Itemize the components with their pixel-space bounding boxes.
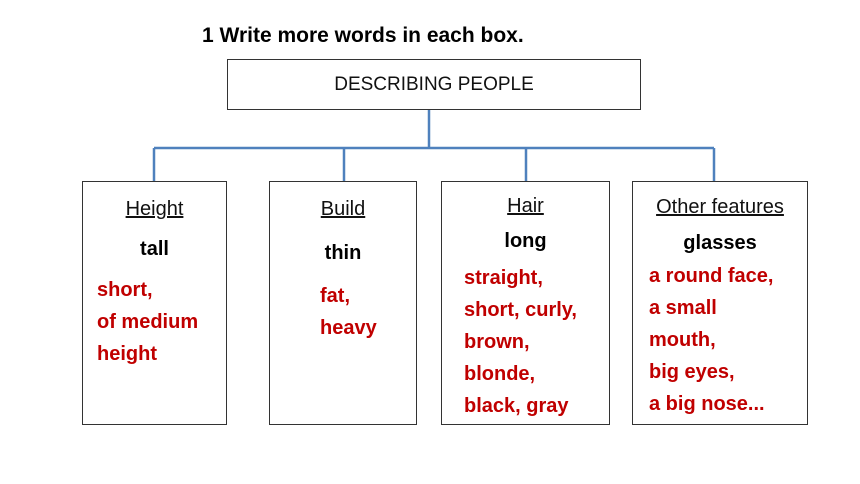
answer-item: a big nose... xyxy=(649,393,765,415)
answer-item: of medium xyxy=(97,311,199,333)
category-title-hair: Hair xyxy=(507,195,544,217)
answer-item: short, curly, xyxy=(464,299,577,321)
exercise-instruction: 1 Write more words in each box. xyxy=(202,24,524,47)
answer-item: height xyxy=(97,343,157,365)
answer-item: a round face, xyxy=(649,265,774,287)
given-word-other-features: glasses xyxy=(683,232,757,254)
category-title-height: Height xyxy=(125,198,184,220)
answer-list-height: short, of medium height xyxy=(97,274,198,370)
answer-item: mouth, xyxy=(649,329,716,351)
root-node-label: DESCRIBING PEOPLE xyxy=(334,73,534,95)
answer-item: big eyes, xyxy=(649,361,735,383)
category-box-other-features: Other features glasses a round face, a s… xyxy=(632,181,808,425)
answer-item: straight, xyxy=(464,267,543,289)
answer-item: a small xyxy=(649,297,717,319)
answer-item: fat, xyxy=(320,285,350,307)
answer-list-other-features: a round face, a small mouth, big eyes, a… xyxy=(649,260,773,420)
category-box-height: Height tall short, of medium height xyxy=(82,181,227,425)
answer-item: brown, xyxy=(464,331,530,353)
category-title-other-features: Other features xyxy=(656,196,784,218)
root-node-box: DESCRIBING PEOPLE xyxy=(227,59,641,110)
category-box-build: Build thin fat, heavy xyxy=(269,181,417,425)
answer-list-hair: straight, short, curly, brown, blonde, b… xyxy=(464,262,577,422)
answer-list-build: fat, heavy xyxy=(320,280,377,344)
answer-item: blonde, xyxy=(464,363,536,385)
answer-item: heavy xyxy=(320,317,377,339)
given-word-height: tall xyxy=(140,238,169,260)
answer-item: black, gray xyxy=(464,395,569,417)
category-box-hair: Hair long straight, short, curly, brown,… xyxy=(441,181,610,425)
given-word-hair: long xyxy=(504,230,547,252)
category-title-build: Build xyxy=(320,198,366,220)
given-word-build: thin xyxy=(324,242,362,264)
answer-item: short, xyxy=(97,279,153,301)
